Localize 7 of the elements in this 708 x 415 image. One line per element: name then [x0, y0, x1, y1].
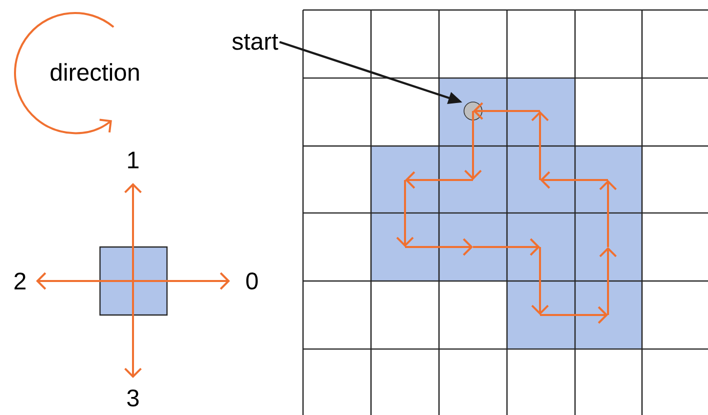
start-point — [464, 102, 482, 120]
direction-number: 1 — [128, 152, 138, 168]
direction-label: direction — [50, 63, 139, 81]
start-label: start — [232, 34, 278, 50]
direction-number: 0 — [246, 272, 258, 290]
direction-number: 2 — [14, 272, 26, 290]
direction-number: 3 — [127, 390, 139, 406]
